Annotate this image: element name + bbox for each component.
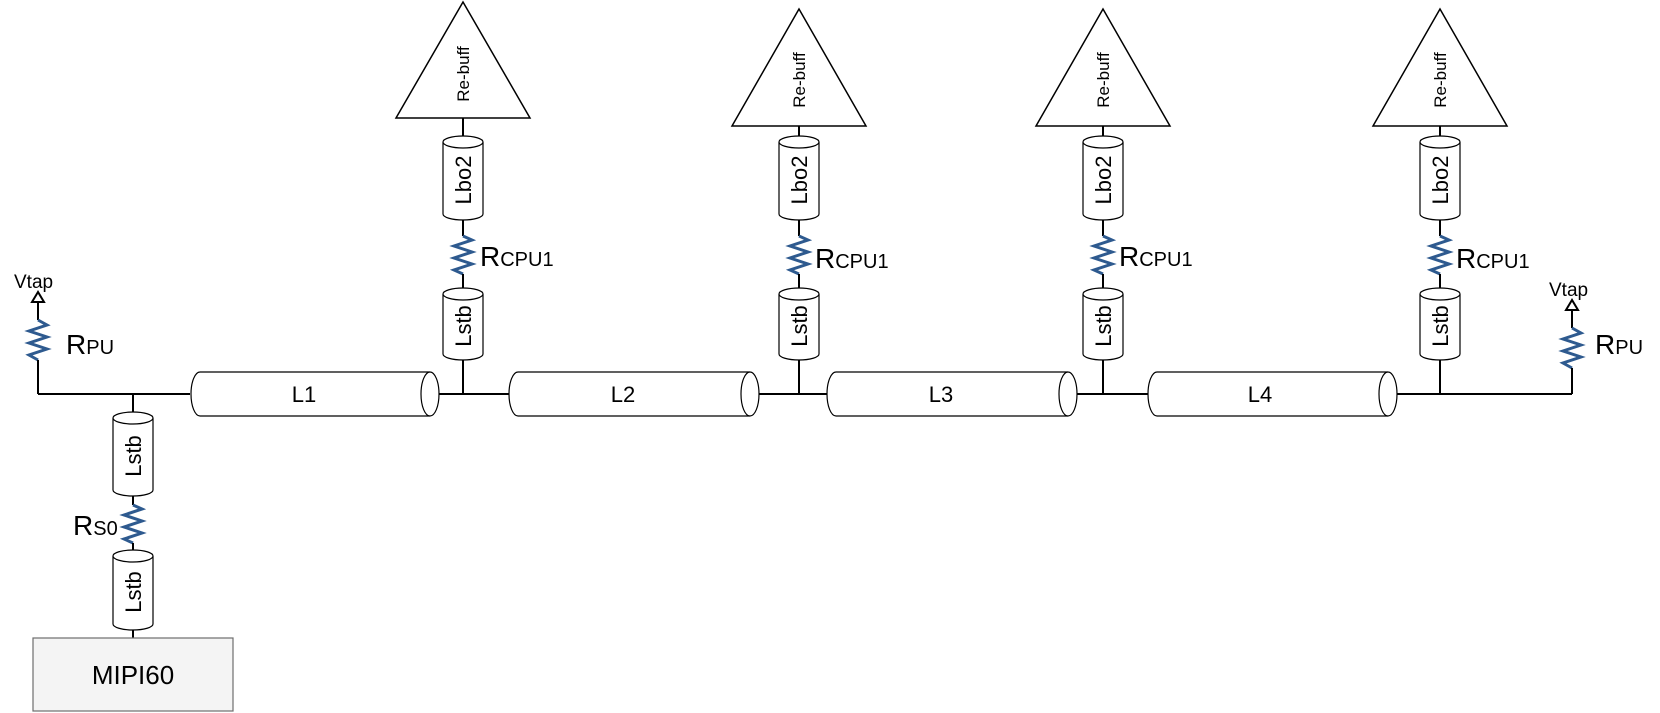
resistor-label: RCPU1 [480,241,554,272]
resistor-symbol [449,234,477,276]
upper-stub-label: Lbo2 [787,156,812,205]
supply-arrow-icon [30,290,46,303]
rebuffer-label: Re-buff [454,46,473,102]
resistor-label: RCPU1 [815,243,889,274]
resistor-symbol [785,234,813,276]
resistor-label: RS0 [73,510,118,541]
trunk-line-l3: L3 [826,371,1078,417]
lower-stub-label: Lstb [1091,305,1116,347]
trunk-line-l4: L4 [1147,371,1398,417]
lower-stub-label: Lstb [121,571,146,613]
left-pullup: Vtap RPU [14,272,114,394]
trunk-line-label: L4 [1248,382,1272,407]
branch-2: Re-buff Lbo2 RCPU1 Lstb [730,7,889,394]
resistor-symbol [1089,234,1117,276]
resistor-label: RCPU1 [1119,241,1193,272]
trunk-line-l1: L1 [190,371,440,417]
rebuffer-label: Re-buff [790,52,809,108]
upper-stub-label: Lstb [121,435,146,477]
resistor-label: RPU [1595,329,1643,360]
mipi60-label: MIPI60 [92,660,174,690]
branch-3: Re-buff Lbo2 RCPU1 Lstb [1034,7,1193,394]
branch-1: Re-buff Lbo2 RCPU1 Lstb [394,0,554,394]
rebuffer-label: Re-buff [1094,52,1113,108]
lower-stub-label: Lstb [451,305,476,347]
resistor-symbol [119,503,147,545]
rebuffer-label: Re-buff [1431,52,1450,108]
trunk-line-l2: L2 [508,371,760,417]
vtap-label: Vtap [14,272,53,293]
upper-stub-label: Lbo2 [1091,156,1116,205]
lower-stub-label: Lstb [1428,305,1453,347]
upper-stub-label: Lbo2 [1428,156,1453,205]
supply-arrow-icon [1564,298,1580,311]
trunk-line-label: L2 [611,382,635,407]
trunk-line-label: L1 [292,382,316,407]
resistor-label: RPU [66,329,114,360]
resistor-symbol [1426,234,1454,276]
branch-4: Re-buff Lbo2 RCPU1 Lstb [1371,7,1530,394]
resistor-symbol [1558,326,1586,370]
upper-stub-label: Lbo2 [451,156,476,205]
resistor-symbol [24,318,52,362]
trunk-line-label: L3 [929,382,953,407]
source-branch: Lstb RS0 Lstb MIPI60 [32,394,234,712]
resistor-label: RCPU1 [1456,243,1530,274]
right-pullup: Vtap RPU [1549,280,1643,394]
vtap-label: Vtap [1549,280,1588,301]
lower-stub-label: Lstb [787,305,812,347]
mipi60-block [32,637,234,712]
